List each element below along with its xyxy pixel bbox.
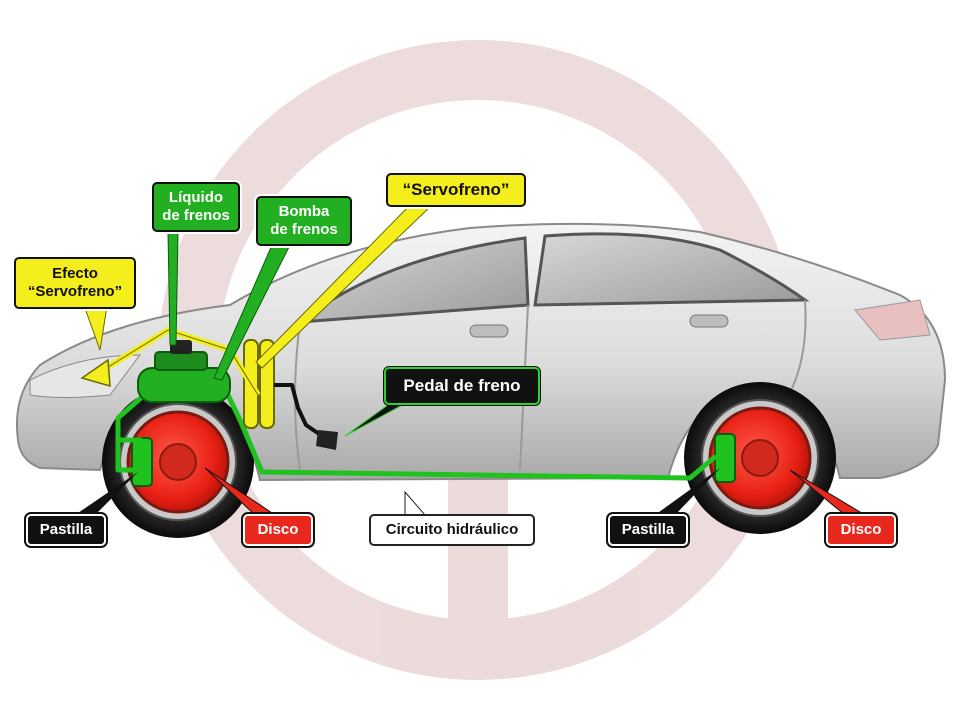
label-liquido-de-frenos: Líquido de frenos [152, 182, 240, 232]
master-cylinder [137, 340, 231, 403]
servo-vacuum-line-outline [99, 329, 259, 396]
label-pastilla-rear: Pastilla [608, 514, 688, 546]
label-pastilla-front: Pastilla [26, 514, 106, 546]
front-wheel [102, 386, 254, 538]
brake-pedal-pad [316, 430, 338, 450]
rear-wheel [684, 382, 836, 534]
label-efecto-servofreno: Efecto “Servofreno” [14, 257, 136, 309]
efecto-arrow-icon [80, 358, 111, 388]
brake-pedal [274, 383, 327, 440]
label-disco-front: Disco [243, 514, 313, 546]
label-circuito-hidraulico: Circuito hidráulico [369, 514, 535, 546]
label-disco-rear: Disco [826, 514, 896, 546]
label-servofreno: “Servofreno” [386, 173, 526, 207]
label-bomba-de-frenos: Bomba de frenos [256, 196, 352, 246]
label-pedal-de-freno: Pedal de freno [384, 367, 540, 405]
